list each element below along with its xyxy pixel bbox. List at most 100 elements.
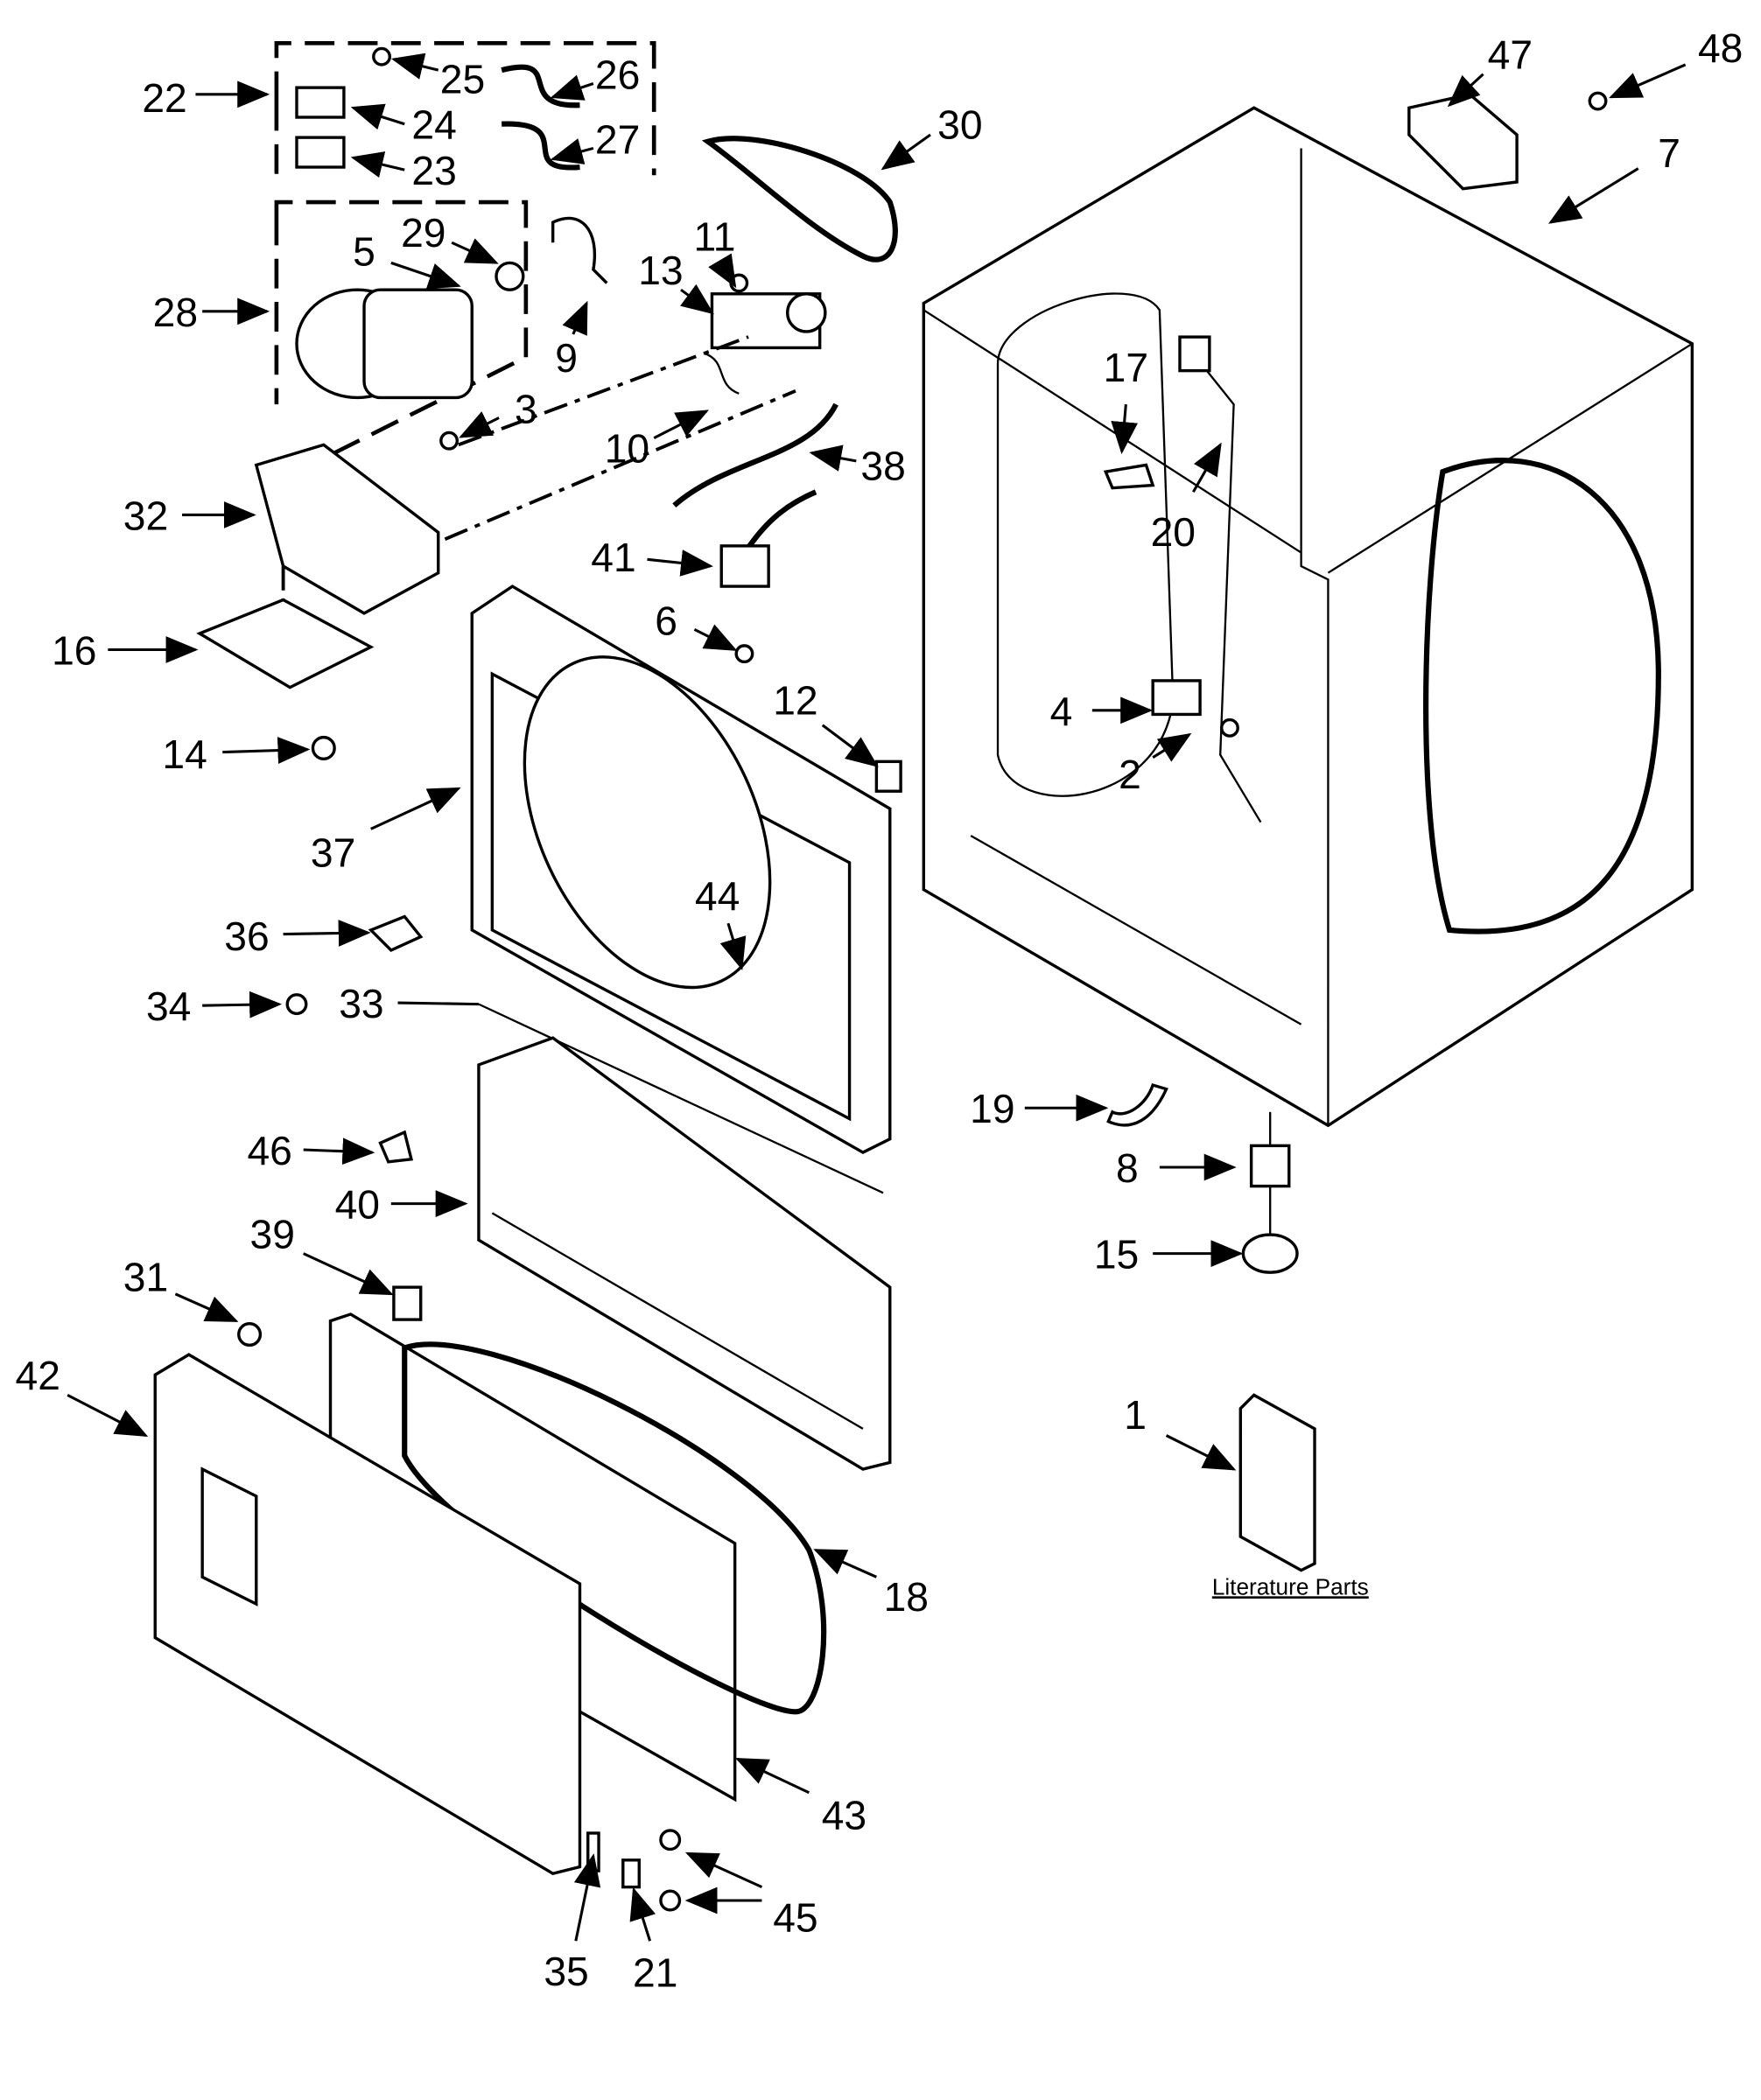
literature-book-1 — [1238, 1393, 1316, 1572]
callout-23: 23 — [350, 148, 457, 193]
callout-14: 14 — [162, 732, 311, 777]
leader-arrow — [880, 133, 931, 171]
callout-44: 44 — [695, 873, 747, 970]
wire-27 — [502, 121, 580, 171]
callout-20: 20 — [1151, 442, 1222, 555]
callout-31: 31 — [123, 1255, 239, 1323]
leader-arrow — [222, 737, 311, 764]
belt-30 — [701, 136, 898, 262]
part-number-label: 31 — [123, 1255, 168, 1300]
leader-arrow — [1165, 1434, 1237, 1471]
callout-13: 13 — [638, 248, 714, 315]
callout-45: 45 — [684, 1852, 818, 1940]
leader-arrow — [1192, 442, 1222, 494]
leader-arrow — [390, 52, 439, 80]
part-number-label: 9 — [555, 335, 578, 381]
leader-arrow — [303, 1138, 375, 1166]
leader-arrow — [397, 1001, 479, 1006]
callout-1: 1 — [1124, 1392, 1237, 1471]
screw-45a — [659, 1829, 682, 1852]
callout-30: 30 — [880, 102, 983, 171]
leader-arrow — [370, 787, 461, 830]
part-number-label: 20 — [1151, 509, 1196, 555]
callout-10: 10 — [605, 410, 710, 471]
callout-19: 19 — [970, 1086, 1109, 1131]
seal — [1423, 458, 1661, 934]
callout-16: 16 — [52, 627, 199, 673]
door-opening-44 — [523, 655, 772, 990]
leader-arrow — [459, 411, 500, 438]
screw-31 — [237, 1322, 263, 1348]
leader-arrow — [573, 1853, 601, 1942]
pulley-29 — [495, 261, 525, 291]
callout-48: 48 — [1609, 25, 1743, 99]
part-number-label: 8 — [1116, 1145, 1139, 1191]
toe-panel-edge — [491, 1212, 864, 1430]
part-number-label: 6 — [655, 598, 677, 644]
screw-6 — [734, 644, 754, 664]
part-number-label: 4 — [1050, 689, 1073, 734]
screw-45b — [659, 1889, 682, 1912]
callout-41: 41 — [591, 535, 713, 580]
hinge-35 — [586, 1831, 600, 1872]
part-number-label: 13 — [638, 248, 683, 293]
bracket-47 — [1407, 92, 1519, 191]
part-number-label: 32 — [123, 493, 168, 538]
part-number-label: 37 — [311, 830, 355, 876]
part-number-label: 27 — [595, 117, 640, 163]
part-number-label: 48 — [1698, 25, 1743, 71]
part-number-label: 22 — [142, 75, 186, 121]
screw-2 — [1220, 718, 1239, 738]
leader-arrow — [708, 253, 737, 289]
callout-17: 17 — [1104, 345, 1148, 455]
leader-arrow — [1547, 167, 1639, 224]
leader-arrow — [1609, 63, 1687, 99]
hinge-21 — [621, 1858, 641, 1889]
part-46 — [378, 1130, 414, 1164]
part-number-label: 46 — [247, 1128, 291, 1173]
screw-14 — [311, 735, 336, 760]
switch-23 — [295, 136, 346, 169]
part-number-label: 2 — [1119, 752, 1141, 797]
callout-11: 11 — [694, 214, 737, 289]
leader-arrow — [550, 74, 594, 101]
leader-arrow — [174, 1292, 239, 1323]
leader-arrow — [1152, 732, 1192, 762]
leader-arrow — [350, 103, 405, 130]
clamp-9 — [551, 216, 608, 284]
leader-arrow — [550, 138, 594, 164]
part-number-label: 3 — [515, 387, 537, 432]
door-handle — [200, 1466, 258, 1606]
part-number-label: 17 — [1104, 345, 1148, 390]
callout-27: 27 — [550, 117, 640, 164]
part-number-label: 7 — [1658, 130, 1680, 176]
bracket-4 — [1151, 679, 1202, 717]
part-number-label: 10 — [605, 425, 649, 471]
part-number-label: 47 — [1488, 32, 1533, 78]
leader-arrow — [562, 300, 588, 336]
part-number-label: 39 — [250, 1211, 295, 1256]
plug-34 — [285, 993, 308, 1016]
callout-7: 7 — [1547, 130, 1680, 224]
callout-8: 8 — [1116, 1145, 1237, 1191]
part-number-label: 19 — [970, 1086, 1014, 1131]
callout-28: 28 — [153, 290, 270, 335]
callout-3: 3 — [459, 387, 537, 438]
part-number-label: 30 — [937, 102, 982, 148]
part-number-label: 26 — [595, 52, 640, 98]
spring-10 — [703, 352, 740, 395]
leader-arrow — [390, 261, 461, 290]
toe-panel-40 — [477, 1036, 892, 1471]
leader-arrow — [350, 151, 405, 178]
callout-6: 6 — [655, 598, 738, 651]
part-number-label: 35 — [544, 1949, 588, 1994]
part-number-label: 41 — [591, 535, 635, 580]
callout-34: 34 — [146, 984, 283, 1029]
part-number-label: 45 — [773, 1894, 817, 1940]
callout-32: 32 — [123, 493, 256, 538]
clip-36 — [368, 914, 424, 953]
leader-arrow — [647, 550, 713, 577]
callout-5: 5 — [353, 228, 461, 290]
screw-3 — [439, 430, 459, 451]
